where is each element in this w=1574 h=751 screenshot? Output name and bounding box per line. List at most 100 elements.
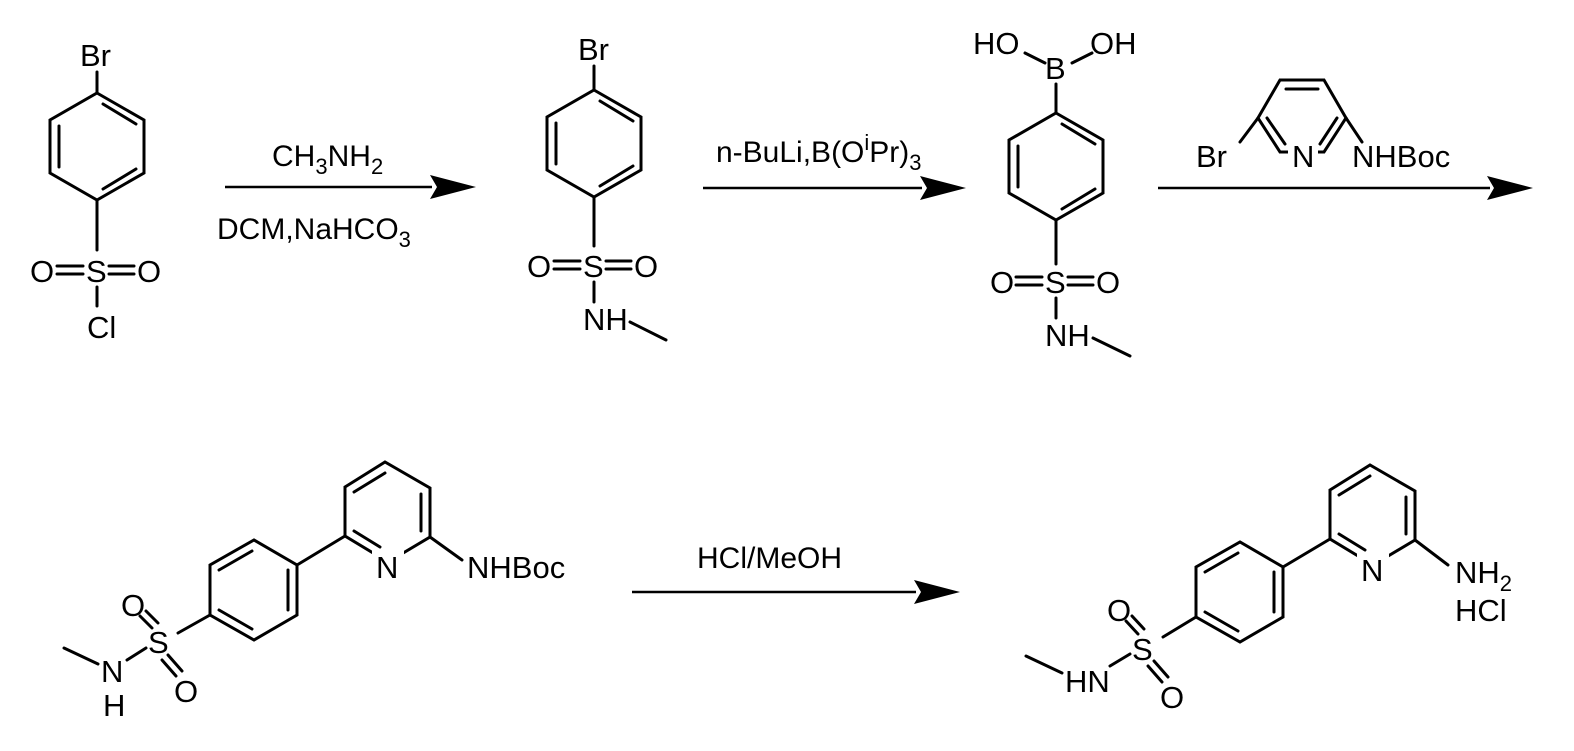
atom-s: S xyxy=(86,254,107,289)
atom-s: S xyxy=(148,625,169,660)
aromatic-bond xyxy=(1203,551,1240,574)
aromatic-bond xyxy=(1337,474,1372,497)
benzene-ring xyxy=(48,91,146,202)
aromatic-bond xyxy=(1060,122,1097,146)
double-bond xyxy=(1130,614,1146,631)
arrowhead xyxy=(920,176,966,200)
label-mask xyxy=(1288,142,1318,168)
bond xyxy=(1238,116,1260,144)
arrowhead xyxy=(430,175,476,199)
aromatic-bond xyxy=(598,164,635,188)
bond xyxy=(125,646,148,662)
atom-cl: Cl xyxy=(87,310,116,345)
double-bond xyxy=(1146,664,1164,684)
atom-n: N xyxy=(376,550,398,585)
atom-o: O xyxy=(174,674,198,709)
atom-n: N xyxy=(1361,553,1383,588)
compound-5-aminopyridine-hcl-salt: N NH2 HCl S O O HN xyxy=(1024,463,1512,715)
atom-nh2: NH2 xyxy=(1455,555,1512,596)
arrowhead xyxy=(1487,176,1533,200)
atom-s: S xyxy=(1132,632,1153,667)
atom-s: S xyxy=(583,249,604,284)
atom-o: O xyxy=(990,265,1014,300)
bond xyxy=(176,613,212,635)
double-bond xyxy=(1152,659,1170,679)
pyridine-ring xyxy=(343,460,432,564)
atom-nhboc: NHBoc xyxy=(467,550,565,585)
compound-4-boc-protected-biaryl: N NHBoc S O O N H xyxy=(62,460,565,723)
aromatic-bond xyxy=(1318,116,1339,146)
reaction-arrow-3: N Br NHBoc xyxy=(1158,78,1533,200)
atom-n: N xyxy=(1292,139,1314,174)
atom-h: H xyxy=(103,688,125,723)
atom-s: S xyxy=(1045,265,1066,300)
methyl-bond xyxy=(628,320,668,342)
atom-hn: HN xyxy=(1065,664,1110,699)
atom-br: Br xyxy=(578,32,609,67)
atom-o: O xyxy=(527,249,551,284)
atom-nhboc: NHBoc xyxy=(1352,139,1450,174)
atom-o: O xyxy=(137,254,161,289)
aromatic-bond xyxy=(217,608,254,631)
aromatic-bond xyxy=(352,471,387,494)
biaryl-bond xyxy=(1281,537,1332,569)
atom-o: O xyxy=(1160,680,1184,715)
atom-oh: OH xyxy=(1090,26,1137,61)
double-bond xyxy=(160,658,178,678)
benzene-ring xyxy=(1007,111,1105,222)
atom-b: B xyxy=(1045,51,1066,86)
reagent-label: HCl/MeOH xyxy=(697,542,842,575)
aromatic-bond xyxy=(1337,532,1367,552)
atom-br: Br xyxy=(80,38,111,73)
bond xyxy=(1070,51,1094,65)
aromatic-bond xyxy=(1203,610,1240,633)
benzene-ring xyxy=(545,88,643,199)
compound-1-bromobenzenesulfonyl-chloride: Br S O O Cl xyxy=(30,38,161,345)
atom-o: O xyxy=(30,254,54,289)
reaction-arrow-1: CH3NH2 DCM,NaHCO3 xyxy=(217,140,476,252)
atom-hcl: HCl xyxy=(1455,593,1507,628)
atom-o: O xyxy=(1096,265,1120,300)
aromatic-bond xyxy=(101,167,138,191)
atom-ho: HO xyxy=(973,26,1020,61)
methyl-bond xyxy=(1091,336,1132,358)
pyridine-ring xyxy=(1328,463,1417,567)
bond xyxy=(1023,51,1047,65)
double-bond xyxy=(144,609,160,625)
reagent-bromo-pyridine: N Br NHBoc xyxy=(1196,78,1450,174)
methyl-bond xyxy=(1024,654,1064,675)
aromatic-bond xyxy=(217,549,254,572)
reagent-label: DCM,NaHCO3 xyxy=(217,213,411,252)
biaryl-bond xyxy=(295,534,347,567)
reagent-label: n-BuLi,B(OiPr)3 xyxy=(716,130,922,175)
atom-nh: NH xyxy=(1045,318,1090,353)
label-mask xyxy=(372,550,404,578)
bond xyxy=(1161,615,1198,639)
reagent-label: CH3NH2 xyxy=(272,140,383,179)
reaction-arrow-4: HCl/MeOH xyxy=(632,542,960,604)
reaction-arrow-2: n-BuLi,B(OiPr)3 xyxy=(703,130,966,200)
benzene-ring xyxy=(208,538,299,642)
double-bond xyxy=(166,653,184,673)
aromatic-bond xyxy=(1060,187,1097,211)
compound-3-boronic-acid: HO OH B S O O NH xyxy=(973,26,1137,358)
bond xyxy=(1413,538,1450,567)
bond xyxy=(1344,116,1364,144)
benzene-ring xyxy=(1194,540,1285,644)
double-bond xyxy=(1124,619,1140,636)
atom-n: N xyxy=(101,654,123,689)
bond xyxy=(1108,652,1132,668)
compound-2-bromo-n-methylbenzenesulfonamide: Br S O O NH xyxy=(527,32,668,342)
aromatic-bond xyxy=(1265,116,1287,146)
aromatic-bond xyxy=(101,102,138,126)
atom-o: O xyxy=(634,249,658,284)
atom-br: Br xyxy=(1196,139,1227,174)
arrowhead xyxy=(914,580,960,604)
label-mask xyxy=(1357,553,1389,581)
methyl-bond xyxy=(62,646,100,666)
aromatic-bond xyxy=(598,99,635,123)
double-bond xyxy=(138,614,154,630)
atom-nh: NH xyxy=(583,302,628,337)
bond xyxy=(428,535,464,562)
